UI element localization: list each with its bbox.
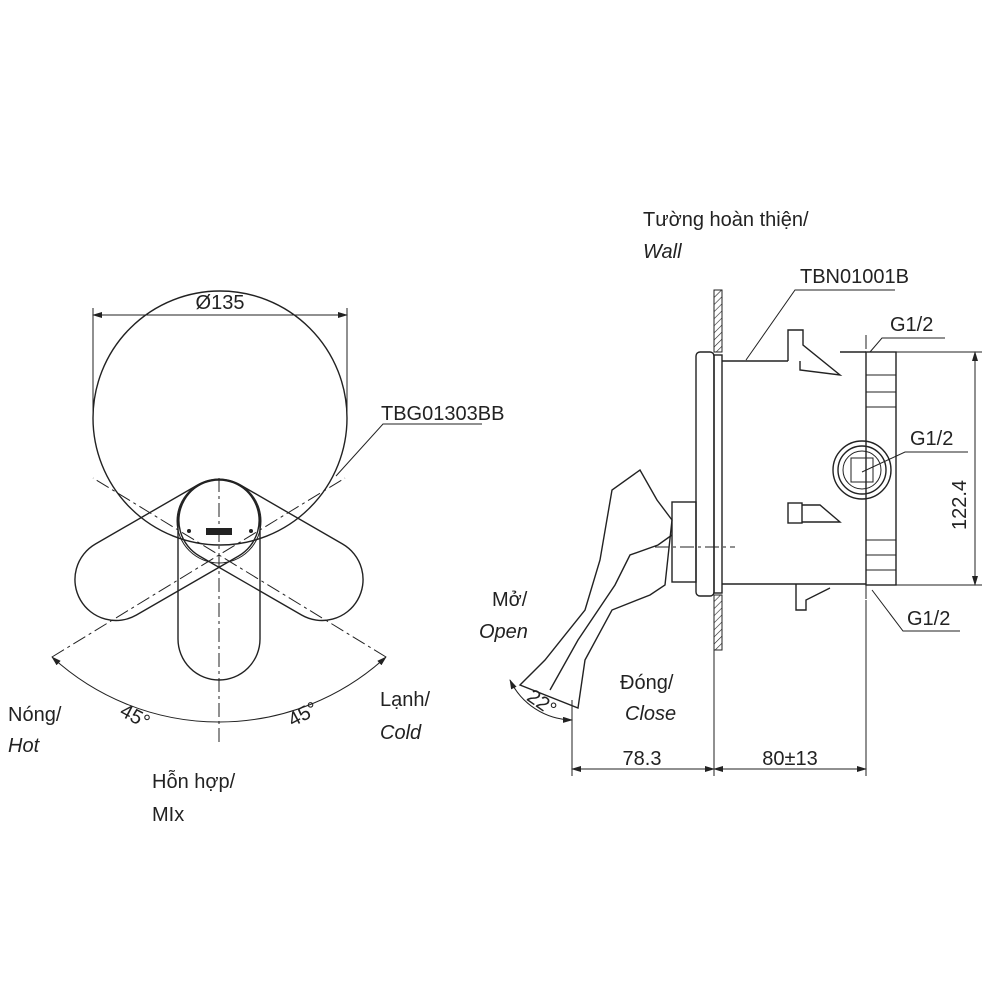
- close-label-en: Close: [625, 703, 676, 725]
- wall-label-en: Wall: [643, 241, 682, 263]
- escutcheon-side: [695, 351, 715, 597]
- wall-label: Tường hoàn thiện/: [643, 209, 809, 231]
- part-label: TBG01303BB: [381, 403, 504, 425]
- cold-label-en: Cold: [380, 722, 422, 744]
- open-angle: 22°: [523, 685, 560, 720]
- open-label: Mở/: [492, 589, 528, 611]
- handle-right-position: [178, 478, 364, 622]
- front-view: Ø135 TBG01303BB 45° 45° Nóng/ Hot Lạnh/ …: [8, 290, 504, 826]
- diameter-label: Ø135: [196, 292, 245, 314]
- rotation-arc: [51, 656, 387, 723]
- wall-hatch-top: [713, 289, 723, 353]
- inlet-fitting: [832, 440, 892, 500]
- angle-right: 45°: [285, 698, 322, 732]
- height-dimension: 122.4: [896, 351, 982, 586]
- diameter-dimension: Ø135: [92, 292, 348, 420]
- fitting-bottom-label: G1/2: [907, 608, 950, 630]
- close-label: Đóng/: [620, 672, 674, 694]
- valve-body: [722, 329, 897, 611]
- angle-left: 45°: [116, 700, 153, 734]
- open-label-en: Open: [479, 621, 528, 643]
- hot-label: Nóng/: [8, 704, 62, 726]
- escutcheon-plate: [92, 290, 348, 546]
- wall-hatch-bottom: [713, 594, 723, 651]
- part-leader: TBG01303BB: [335, 403, 504, 477]
- side-view: Tường hoàn thiện/ Wall: [479, 209, 982, 776]
- body-depth-label: 80±13: [762, 748, 817, 770]
- height-dim-label: 122.4: [949, 480, 971, 530]
- handle-depth-label: 78.3: [623, 748, 662, 770]
- fitting-middle-label: G1/2: [910, 428, 953, 450]
- mix-label-en: MIx: [152, 804, 184, 826]
- fitting-top-label: G1/2: [890, 314, 933, 336]
- hot-label-en: Hot: [8, 735, 41, 757]
- body-label: TBN01001B: [800, 266, 909, 288]
- handle-left-position: [74, 478, 260, 622]
- mix-label: Hỗn hợp/: [152, 770, 236, 793]
- cold-label: Lạnh/: [380, 689, 430, 711]
- depth-dimensions: 78.3 80±13: [571, 600, 867, 776]
